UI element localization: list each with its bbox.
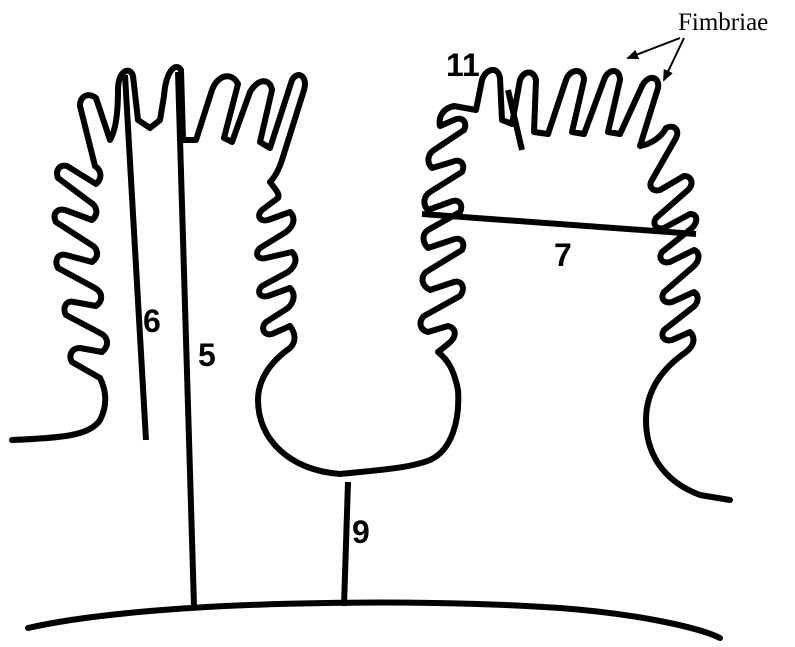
line-9	[344, 482, 348, 606]
line-5	[178, 72, 194, 606]
label-5: 5	[198, 337, 216, 373]
label-6: 6	[143, 303, 161, 339]
fimbriae-arrow-right	[664, 38, 684, 80]
base-line	[28, 603, 720, 638]
label-9: 9	[352, 514, 370, 550]
label-7: 7	[554, 237, 572, 273]
fimbriae-label: Fimbriae	[678, 9, 768, 36]
fimbriae-arrow-left	[628, 38, 680, 58]
label-11: 11	[446, 47, 480, 83]
left-villus-outline	[12, 67, 340, 474]
inter-villus-base	[340, 70, 730, 500]
line-6	[125, 75, 146, 440]
